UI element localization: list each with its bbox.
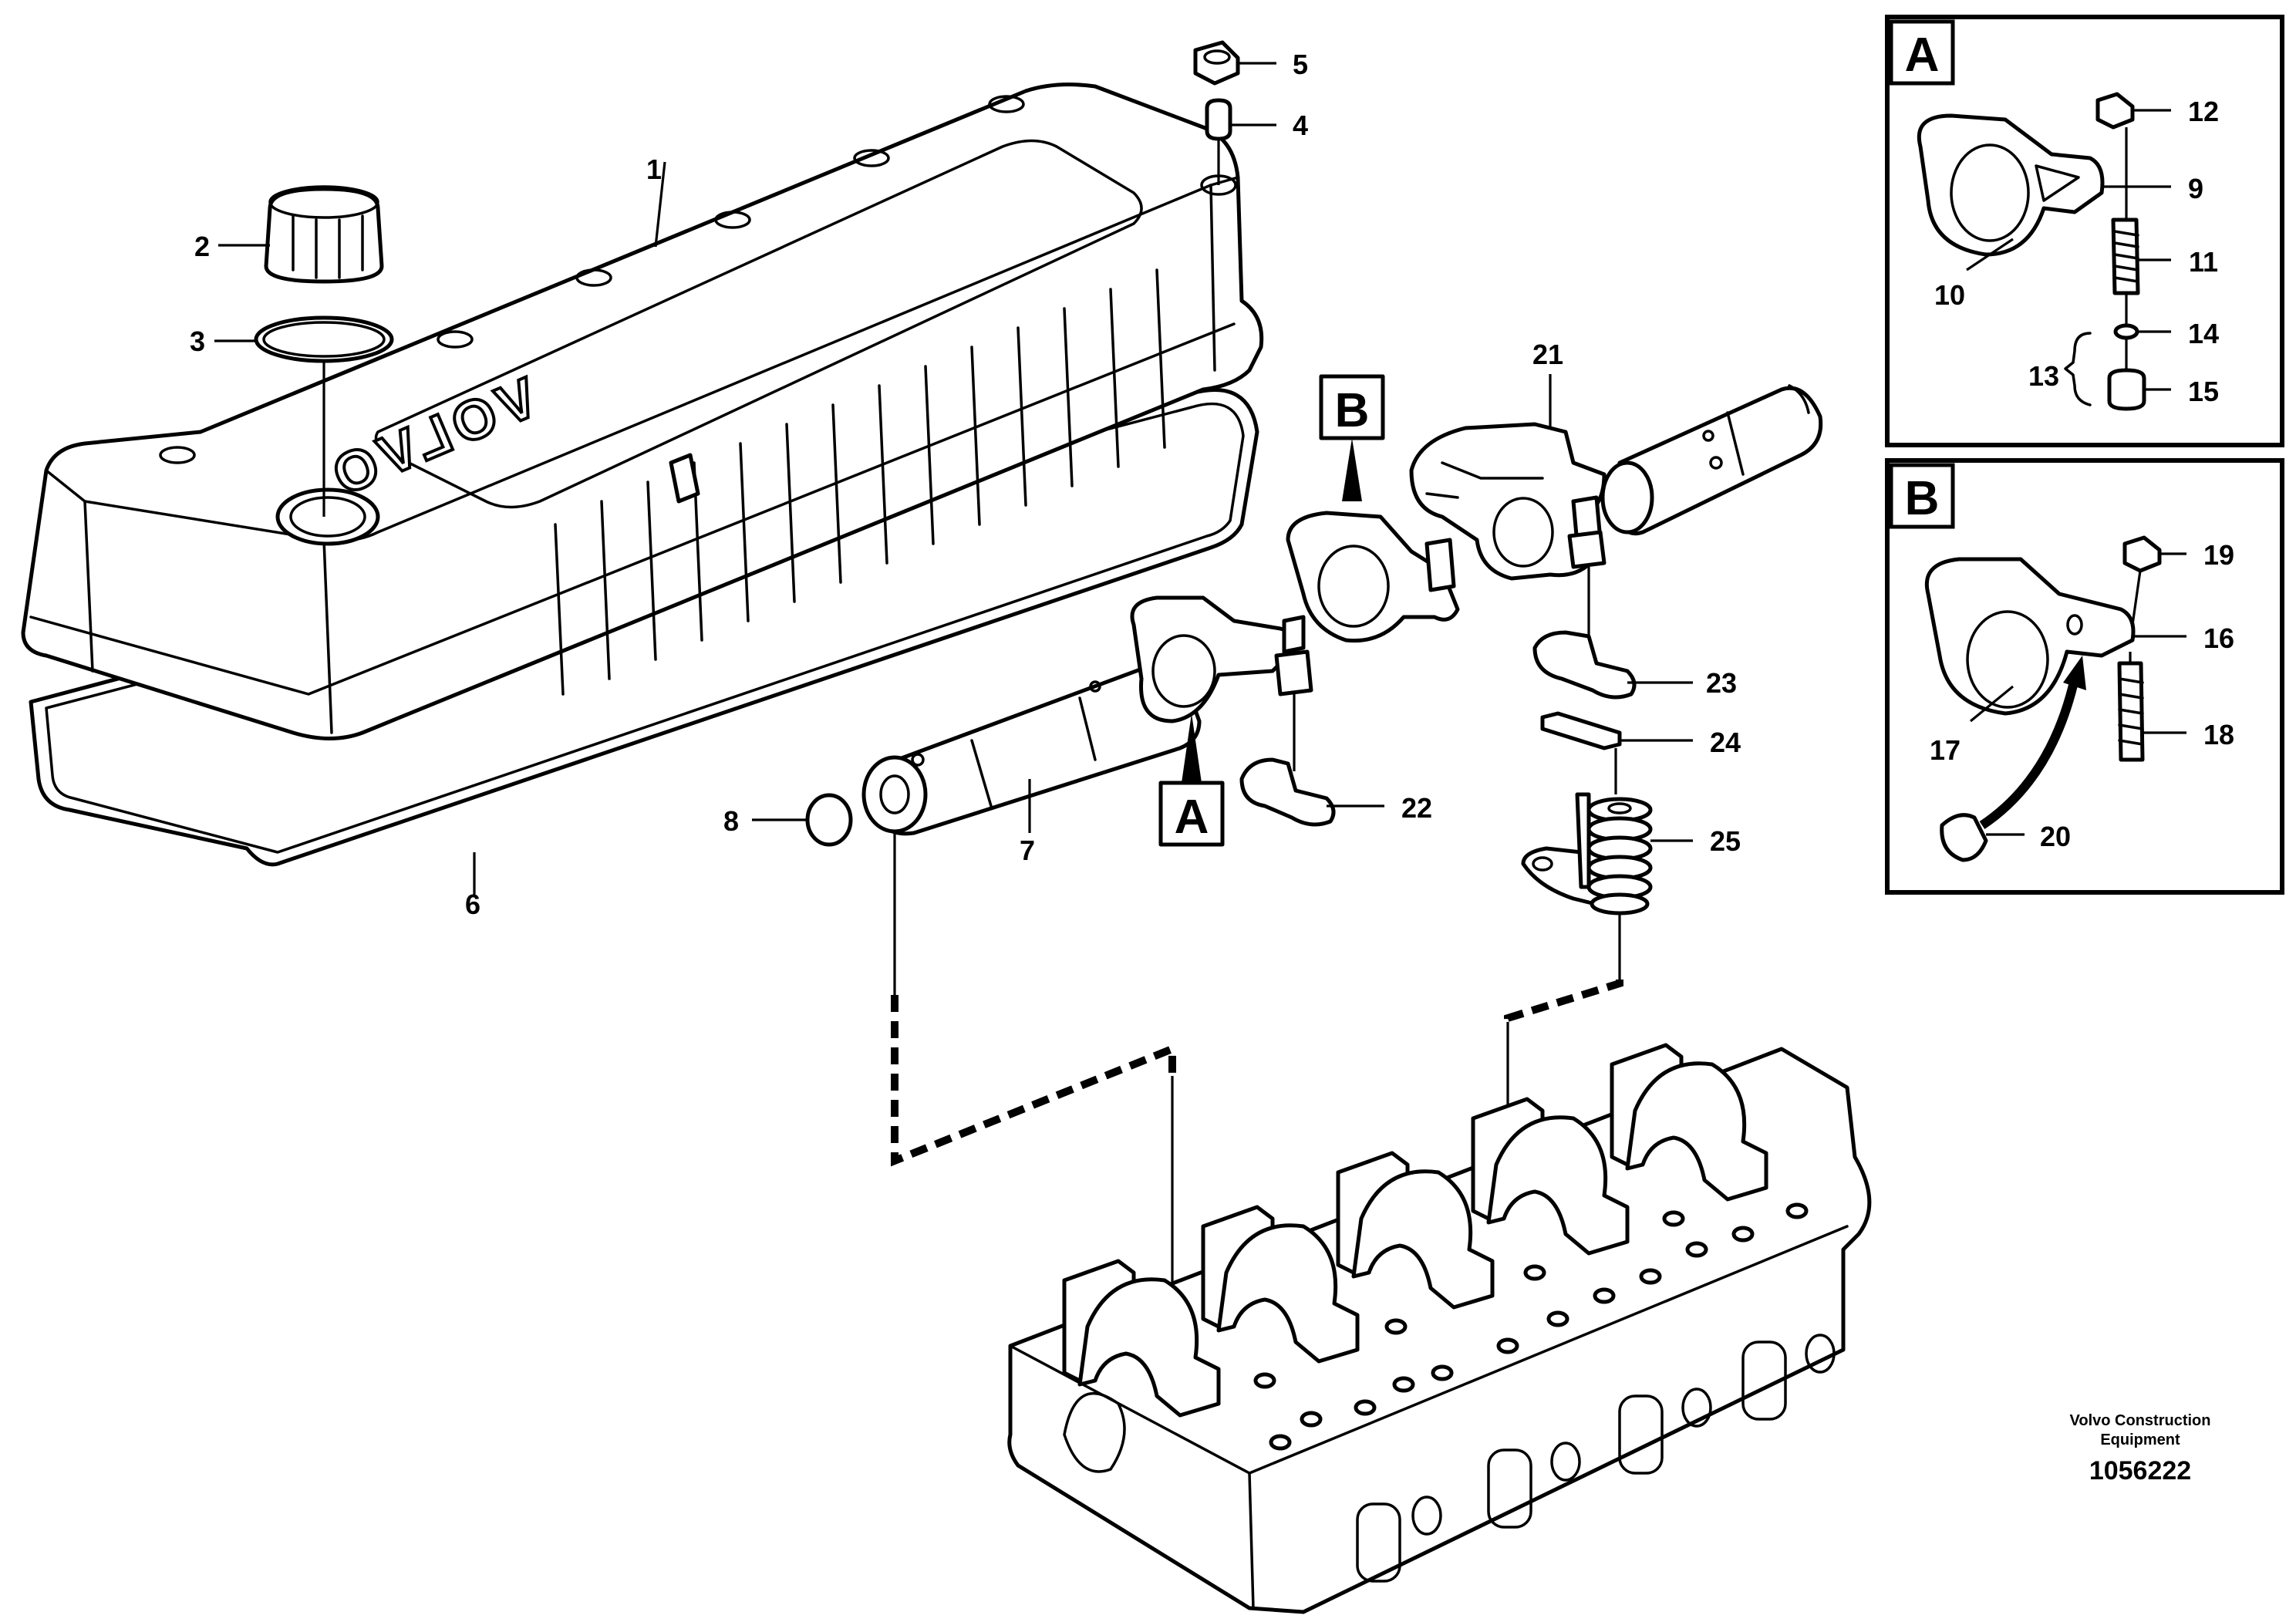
shaft-plug	[805, 793, 853, 847]
detail-marker-b-label: B	[1335, 384, 1370, 437]
callout-24: 24	[1710, 727, 1741, 758]
callout-5: 5	[1293, 49, 1308, 80]
callout-8: 8	[723, 805, 739, 837]
callout-16: 16	[2203, 622, 2234, 654]
callout-9: 9	[2188, 173, 2203, 204]
callout-12: 12	[2188, 96, 2219, 127]
callout-22: 22	[1401, 792, 1432, 824]
detail-marker-a: A	[1158, 713, 1225, 847]
callout-25: 25	[1710, 825, 1741, 857]
nut	[1193, 40, 1240, 86]
leader-lines	[214, 62, 1693, 895]
cylinder-head	[1007, 1043, 1872, 1614]
footer-block: Volvo Construction Equipment 1056222	[2070, 1412, 2211, 1485]
callout-2: 2	[194, 231, 210, 262]
callout-18: 18	[2203, 719, 2234, 750]
valve-cover: VOLVO	[21, 83, 1264, 740]
detail-panel-a: A	[1885, 15, 2284, 447]
company-line-1: Volvo Construction	[2070, 1412, 2211, 1429]
callout-3: 3	[190, 325, 205, 357]
valve-bridge-left	[1239, 757, 1336, 827]
callout-13: 13	[2028, 360, 2059, 392]
rocker-shaft-stub	[1600, 384, 1823, 535]
callout-19: 19	[2203, 539, 2234, 571]
lock-plate	[1540, 711, 1622, 750]
detail-marker-a-label: A	[1175, 791, 1209, 844]
rocker-bracket	[1409, 422, 1607, 581]
callout-4: 4	[1293, 110, 1308, 141]
callout-1: 1	[646, 153, 662, 185]
detail-panel-a-label: A	[1905, 29, 1940, 82]
callout-6: 6	[465, 889, 480, 920]
callout-15: 15	[2188, 376, 2219, 407]
detail-panel-b: B	[1885, 458, 2284, 895]
callout-14: 14	[2188, 318, 2219, 349]
spacer	[1205, 98, 1232, 141]
valve-spring	[1521, 792, 1653, 916]
drawing-number: 1056222	[2089, 1456, 2191, 1485]
callout-7: 7	[1020, 835, 1035, 866]
callout-11: 11	[2189, 246, 2218, 278]
rocker-arm-b	[1286, 511, 1460, 643]
callout-23: 23	[1706, 667, 1737, 699]
rocker-arm-a	[1130, 595, 1313, 723]
callout-labels: 1 2 3 4 5 6 7 8 9 10 11 12 13 14 15 16 1…	[190, 49, 2234, 920]
callout-17: 17	[1930, 734, 1961, 766]
valve-cover-gasket	[29, 388, 1259, 867]
callout-10: 10	[1934, 279, 1965, 311]
callout-20: 20	[2040, 821, 2071, 852]
callout-21: 21	[1532, 339, 1563, 370]
valve-bridge-right	[1532, 630, 1637, 700]
oil-filler-cap	[264, 185, 384, 284]
company-line-2: Equipment	[2100, 1431, 2180, 1448]
detail-panel-b-label: B	[1905, 472, 1940, 525]
o-ring	[254, 315, 394, 363]
detail-marker-b: B	[1319, 374, 1385, 501]
rocker-shaft	[861, 660, 1202, 836]
